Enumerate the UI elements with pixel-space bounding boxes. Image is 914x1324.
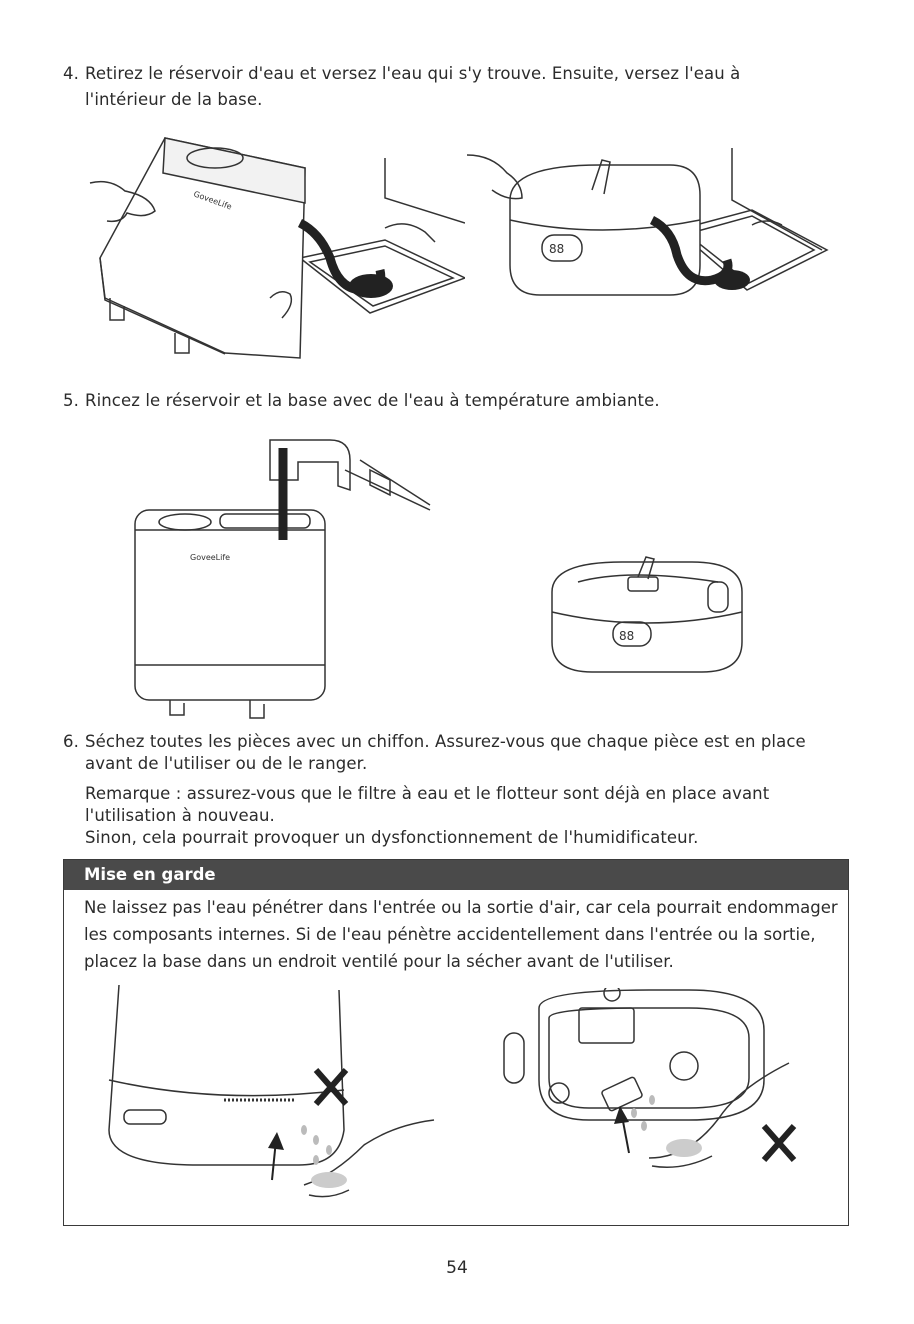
step-4-number: 4. [63,64,79,83]
cross-icon [313,1068,349,1106]
note-line-3: Sinon, cela pourrait provoquer un dysfon… [85,828,699,847]
step-6-text: Séchez toutes les pièces avec un chiffon… [85,732,806,751]
illustration-water-inlet-wrong [104,980,444,1220]
step-6-number: 6. [63,732,79,751]
step-4-text: Retirez le réservoir d'eau et versez l'e… [85,64,741,83]
caution-line-1: Ne laissez pas l'eau pénétrer dans l'ent… [84,898,838,917]
cross-icon [761,1124,797,1162]
illustration-water-outlet-wrong [484,988,834,1188]
caution-line-2: les composants internes. Si de l'eau pén… [84,925,816,944]
illustration-rinse-base: 88 [548,552,748,682]
caution-body: Ne laissez pas l'eau pénétrer dans l'ent… [84,894,848,975]
caution-box: Mise en garde Ne laissez pas l'eau pénét… [63,859,849,1226]
step-5-text: Rincez le réservoir et la base avec de l… [85,391,660,410]
step-4-text-cont: l'intérieur de la base. [85,90,263,109]
arrow-icon [614,1106,630,1154]
illustration-rinse-tank: GoveeLife [130,430,440,720]
brand-logo: GoveeLife [190,553,230,562]
caution-title: Mise en garde [64,860,848,890]
display-digits: 88 [619,629,634,643]
caution-line-3: placez la base dans un endroit ventilé p… [84,952,674,971]
note-line-2: l'utilisation à nouveau. [85,806,275,825]
illustration-pour-base: 88 [462,140,832,315]
illustration-pour-tank: GoveeLife [85,128,465,363]
step-6-text-cont: avant de l'utiliser ou de le ranger. [85,754,368,773]
step-5-number: 5. [63,391,79,410]
page-number: 54 [446,1258,468,1278]
display-digits: 88 [549,242,564,256]
arrow-icon [268,1132,284,1181]
note-line-1: Remarque : assurez-vous que le filtre à … [85,784,770,803]
